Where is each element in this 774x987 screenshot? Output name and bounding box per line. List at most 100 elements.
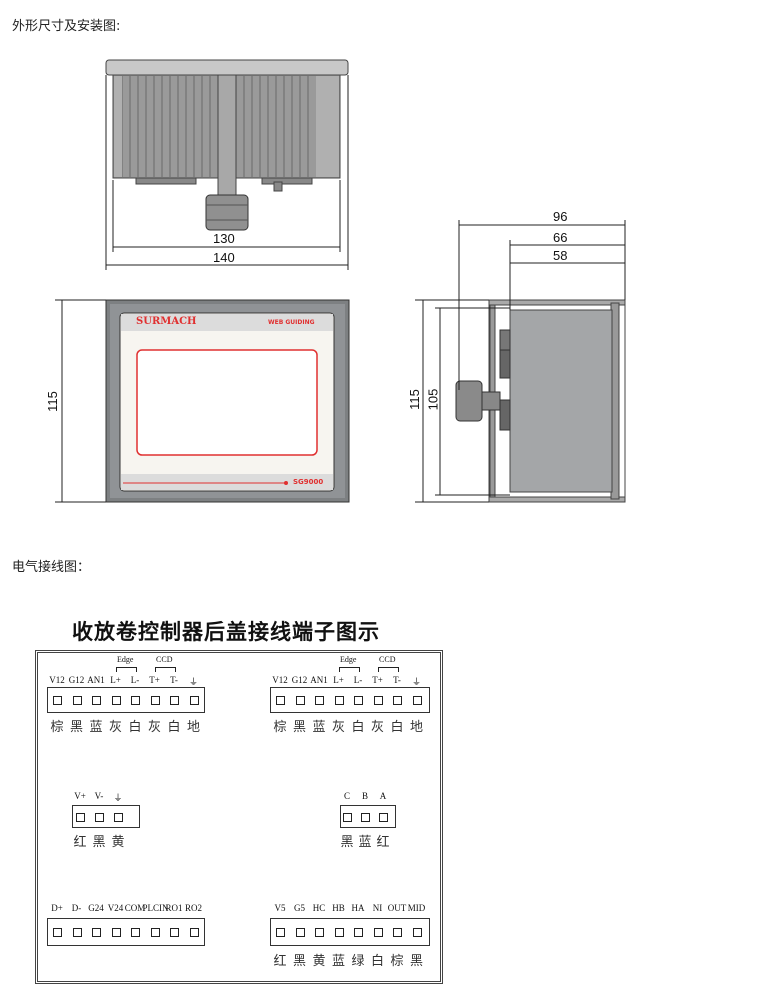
terminal-top-left-3	[111, 696, 121, 705]
terminal-label: T-	[170, 675, 178, 685]
terminal-bottom-right-6	[393, 928, 402, 937]
terminal-label: COM	[124, 903, 146, 913]
wire-color-label: 白	[167, 720, 181, 735]
dim-66: 66	[553, 230, 568, 245]
wire-color-label: 黑	[292, 720, 306, 735]
dim-115-side: 115	[406, 389, 422, 410]
wire-color-label: 黑	[292, 954, 306, 969]
group-bracket	[115, 667, 137, 672]
terminal-bottom-right-0	[276, 928, 285, 937]
terminal-label: V-	[94, 791, 104, 801]
terminal-label: V+	[74, 791, 86, 801]
terminal-bottom-right-1	[295, 928, 305, 937]
terminal-top-left-5	[150, 696, 160, 705]
terminal-top-left-2	[92, 696, 101, 705]
terminal-power-1	[95, 812, 104, 822]
terminal-cba-0	[343, 812, 352, 822]
terminal-bottom-right-3	[334, 928, 344, 937]
wire-color-label: 地	[409, 720, 423, 735]
terminal-label: RO2	[184, 903, 202, 913]
terminal-block-top-right	[270, 687, 430, 713]
terminal-label: AN1	[87, 675, 105, 685]
dimension-drawings	[55, 59, 626, 503]
terminal-label: G5	[294, 903, 305, 913]
wire-color-label: 灰	[370, 720, 384, 735]
group-bracket	[338, 667, 360, 672]
brand-logo: SURMACH	[136, 316, 197, 327]
wire-color-label: 灰	[108, 720, 122, 735]
terminal-label: V12	[49, 675, 65, 685]
terminal-label: ⏚	[188, 677, 198, 687]
dimensions-heading: 外形尺寸及安装图:	[12, 19, 121, 34]
wire-color-label: 绿	[351, 954, 365, 969]
terminal-label: ⏚	[411, 677, 421, 687]
terminal-block-bottom-left	[47, 918, 205, 946]
terminal-label: MID	[407, 903, 426, 913]
terminal-top-right-7	[412, 696, 422, 705]
wire-color-label: 棕	[390, 954, 404, 969]
terminal-block-cba	[340, 805, 396, 828]
terminal-block-top-left	[47, 687, 205, 713]
terminal-label: AN1	[310, 675, 328, 685]
terminal-label: G12	[291, 675, 308, 685]
dim-96: 96	[553, 209, 568, 224]
terminal-top-left-0	[53, 696, 62, 705]
wire-color-label: 蓝	[312, 720, 326, 735]
wire-color-label: 白	[370, 954, 384, 969]
wire-color-label: 棕	[273, 720, 287, 735]
terminal-bottom-right-7	[412, 928, 422, 937]
terminal-bottom-right-5	[373, 928, 383, 937]
terminal-label: NI	[372, 903, 383, 913]
wire-color-label: 蓝	[89, 720, 103, 735]
terminal-label: C	[343, 791, 350, 801]
terminal-cba-1	[361, 812, 370, 822]
terminal-label: L-	[130, 675, 140, 685]
wire-color-label: 灰	[147, 720, 161, 735]
wire-color-label: 黄	[111, 835, 125, 850]
terminal-label: V5	[274, 903, 286, 913]
terminal-top-left-4	[131, 696, 140, 705]
wire-color-label: 红	[376, 835, 390, 850]
wire-color-label: 黑	[409, 954, 423, 969]
product-label: WEB GUIDING	[268, 319, 315, 326]
wire-color-label: 红	[273, 954, 287, 969]
side-view	[455, 299, 626, 503]
terminal-label: D-	[71, 903, 82, 913]
dim-130: 130	[213, 231, 235, 246]
terminal-label: HC	[312, 903, 326, 913]
terminal-label: HB	[332, 903, 345, 913]
wire-color-label: 黑	[69, 720, 83, 735]
terminal-top-right-6	[393, 696, 402, 705]
terminal-top-left-6	[170, 696, 179, 705]
wire-color-label: 白	[390, 720, 404, 735]
terminal-label: HA	[351, 903, 365, 913]
terminal-label: ⏚	[113, 793, 123, 803]
wire-color-label: 棕	[50, 720, 64, 735]
group-label-edge: Edge	[340, 655, 357, 664]
terminal-label: V24	[107, 903, 124, 913]
wire-color-label: 白	[351, 720, 365, 735]
terminal-bottom-left-0	[53, 928, 62, 937]
wire-color-label: 白	[128, 720, 142, 735]
wire-color-label: 黄	[312, 954, 326, 969]
terminal-bottom-left-4	[131, 928, 140, 937]
terminal-top-left-1	[72, 696, 82, 705]
terminal-label: D+	[51, 903, 63, 913]
dim-58: 58	[553, 248, 568, 263]
terminal-power-2	[114, 812, 123, 822]
dim-140: 140	[213, 250, 235, 265]
wire-color-label: 红	[73, 835, 87, 850]
terminal-top-left-7	[189, 696, 199, 705]
wire-color-label: 黑	[92, 835, 106, 850]
wire-color-label: 灰	[331, 720, 345, 735]
terminal-bottom-left-5	[150, 928, 160, 937]
terminal-label: T+	[149, 675, 160, 685]
terminal-label: B	[361, 791, 368, 801]
terminal-top-right-0	[276, 696, 285, 705]
terminal-bottom-right-2	[315, 928, 324, 937]
terminal-label: A	[379, 791, 387, 801]
terminal-label: RO1	[165, 903, 183, 913]
wire-color-label: 蓝	[358, 835, 372, 850]
terminal-cba-2	[379, 812, 388, 822]
